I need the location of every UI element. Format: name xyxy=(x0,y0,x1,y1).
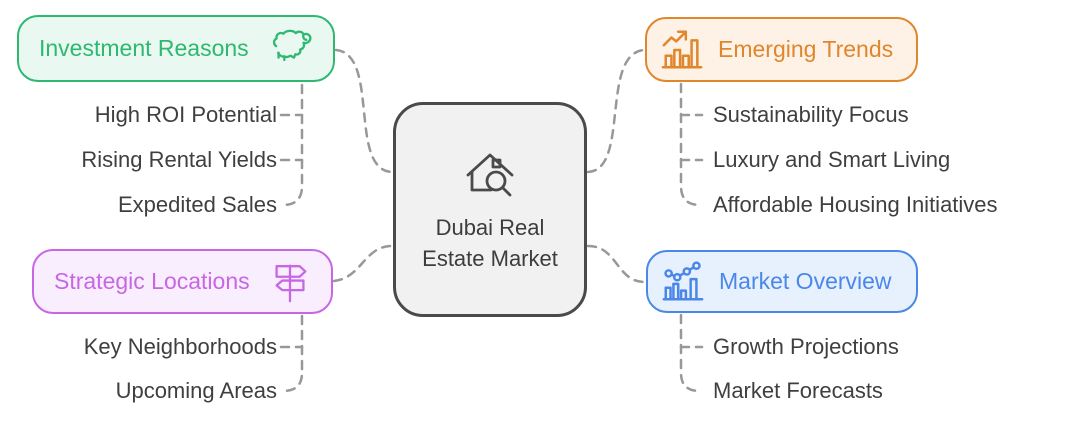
leaf-key-neighborhoods: Key Neighborhoods xyxy=(83,334,277,359)
branch-investment-reasons-label: Investment Reasons xyxy=(39,35,249,61)
leaf-upcoming-areas: Upcoming Areas xyxy=(115,378,277,403)
leaf-growth-projections: Growth Projections xyxy=(713,334,899,359)
leaf-rising-rental-yields: Rising Rental Yields xyxy=(81,147,277,172)
center-node-dubai-real-estate-market: Dubai Real Estate Market xyxy=(393,102,587,317)
house-search-icon xyxy=(458,146,522,208)
connector-strategic-center xyxy=(332,244,394,283)
line-dot-bar-chart-icon xyxy=(660,259,706,305)
leaf-high-roi-potential: High ROI Potential xyxy=(94,102,277,127)
branch-emerging-trends-label: Emerging Trends xyxy=(718,36,894,62)
connector-center-market xyxy=(586,244,647,284)
spine-market xyxy=(679,313,702,393)
leaf-market-forecasts: Market Forecasts xyxy=(713,378,883,403)
trending-bar-chart-icon xyxy=(659,27,705,73)
signpost-icon xyxy=(267,259,313,305)
branch-investment-reasons: Investment Reasons xyxy=(17,15,335,82)
connector-center-emerging xyxy=(586,48,646,174)
leaf-sustainability-focus: Sustainability Focus xyxy=(713,102,909,127)
spine-emerging xyxy=(679,82,702,207)
bull-icon xyxy=(269,26,315,72)
leaf-luxury-and-smart-living: Luxury and Smart Living xyxy=(713,147,951,172)
center-node-label: Dubai Real Estate Market xyxy=(422,214,558,271)
spine-strategic xyxy=(281,314,304,393)
leaf-affordable-housing-initiatives: Affordable Housing Initiatives xyxy=(713,192,998,217)
branch-strategic-locations: Strategic Locations xyxy=(32,249,333,314)
spine-investment xyxy=(281,83,304,207)
branch-market-overview: Market Overview xyxy=(646,250,918,313)
connector-investment-center xyxy=(334,48,394,174)
branch-emerging-trends: Emerging Trends xyxy=(645,17,918,82)
leaf-expedited-sales: Expedited Sales xyxy=(118,192,277,217)
branch-market-overview-label: Market Overview xyxy=(719,268,892,294)
branch-strategic-locations-label: Strategic Locations xyxy=(54,268,250,294)
